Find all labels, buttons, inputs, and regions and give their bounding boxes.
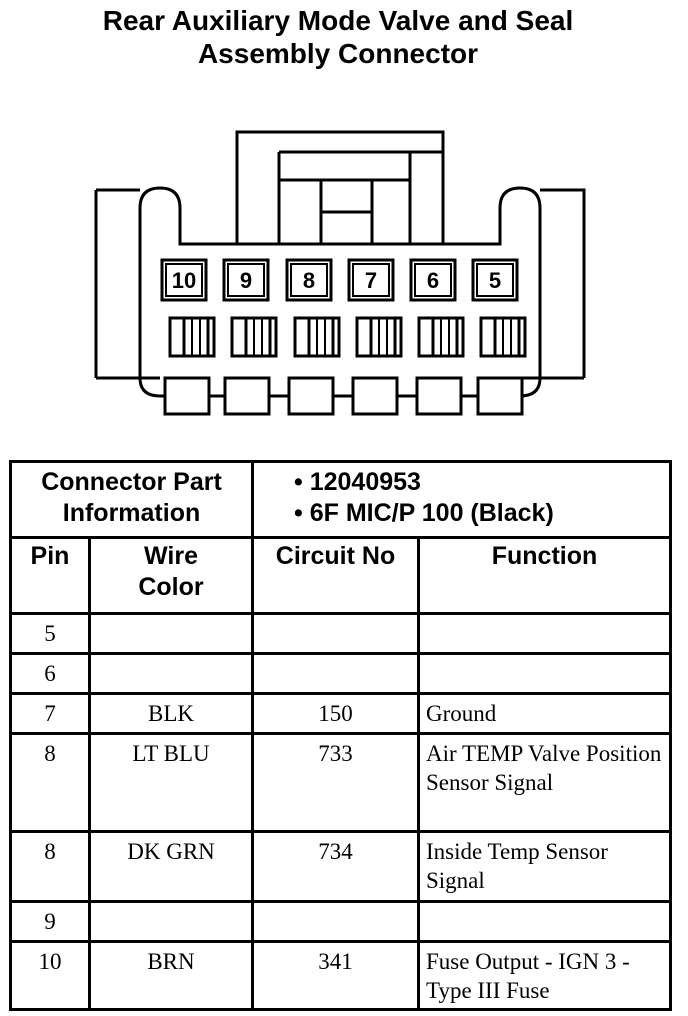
pin-cell: 5 — [9, 612, 91, 655]
connector-bottom-latches — [163, 376, 524, 416]
part-info-label-line-1: Connector Part — [41, 468, 222, 496]
connector-type: • 6F MIC/P 100 (Black) — [294, 499, 554, 527]
pin-cell: 8 — [9, 830, 91, 903]
header-row: Pin Wire Color Circuit No Function — [9, 536, 672, 615]
pin-cell: 10 — [9, 940, 91, 1011]
function-cell — [417, 900, 672, 943]
function-cell: Air TEMP Valve Position Sensor Signal — [417, 732, 672, 833]
connector-pinout-table: Connector Part Information • 12040953 • … — [9, 460, 672, 1011]
part-info-label-line-2: Information — [62, 499, 201, 527]
circuit-cell: 734 — [251, 830, 420, 903]
cavity-label: 8 — [303, 268, 315, 293]
table-row: 6 — [9, 652, 672, 695]
pin-cell: 9 — [9, 900, 91, 943]
connector-face-drawing: 10 9 8 7 6 5 — [94, 130, 586, 416]
function-cell: Ground — [417, 692, 672, 735]
wire-color-cell — [88, 652, 254, 695]
wire-color-cell: DK GRN — [88, 830, 254, 903]
pin-cell: 6 — [9, 652, 91, 695]
cavity-number-box — [222, 258, 270, 302]
pin-cell: 8 — [9, 732, 91, 833]
cavity-label: 6 — [427, 268, 439, 293]
wire-color-cell — [88, 612, 254, 655]
cavity-number-box — [409, 258, 457, 302]
circuit-cell: 150 — [251, 692, 420, 735]
wire-color-cell — [88, 900, 254, 943]
part-info-label: Connector Part Information — [9, 460, 254, 539]
cavity-label: 9 — [240, 268, 252, 293]
cavity-number-frame — [414, 263, 452, 297]
part-info-values: • 12040953 • 6F MIC/P 100 (Black) — [251, 460, 672, 539]
cavity-label: 5 — [489, 268, 501, 293]
cavity-number-box — [471, 258, 519, 302]
table-row: 10 BRN 341 Fuse Output - IGN 3 - Type II… — [9, 940, 672, 1011]
table-row: 8 DK GRN 734 Inside Temp Sensor Signal — [9, 830, 672, 903]
part-info-row: Connector Part Information • 12040953 • … — [9, 460, 672, 539]
table-row: 5 — [9, 612, 672, 655]
cavity-number-box — [285, 258, 333, 302]
table-row: 9 — [9, 900, 672, 943]
wire-color-cell: LT BLU — [88, 732, 254, 833]
connector-lock-tab — [235, 130, 445, 246]
header-circuit: Circuit No — [251, 536, 420, 615]
cavity-number-box — [160, 258, 208, 302]
cavity-number-frame — [227, 263, 265, 297]
title-line-2: Assembly Connector — [197, 38, 479, 69]
cavity-label: 7 — [365, 268, 377, 293]
header-wire-color-line-2: Color — [138, 573, 204, 601]
table-row: 7 BLK 150 Ground — [9, 692, 672, 735]
circuit-cell: 341 — [251, 940, 420, 1011]
circuit-cell — [251, 612, 420, 655]
cavity-number-box — [347, 258, 395, 302]
function-cell — [417, 612, 672, 655]
table-row: 8 LT BLU 733 Air TEMP Valve Position Sen… — [9, 732, 672, 833]
cavity-label: 10 — [172, 268, 196, 293]
wire-color-cell: BLK — [88, 692, 254, 735]
cavity-number-frame — [165, 263, 203, 297]
header-function: Function — [417, 536, 672, 615]
wire-color-cell: BRN — [88, 940, 254, 1011]
part-number: • 12040953 — [294, 468, 421, 496]
diagram-title: Rear Auxiliary Mode Valve and Seal Assem… — [0, 4, 676, 70]
header-wire-color-line-1: Wire — [144, 542, 198, 570]
function-cell — [417, 652, 672, 695]
cavity-number-frame — [352, 263, 390, 297]
header-wire-color: Wire Color — [88, 536, 254, 615]
function-cell: Fuse Output - IGN 3 - Type III Fuse — [417, 940, 672, 1011]
circuit-cell — [251, 900, 420, 943]
title-line-1: Rear Auxiliary Mode Valve and Seal — [102, 5, 574, 36]
cavity-number-frame — [290, 263, 328, 297]
cavity-number-frame — [476, 263, 514, 297]
function-cell: Inside Temp Sensor Signal — [417, 830, 672, 903]
pin-cell: 7 — [9, 692, 91, 735]
circuit-cell: 733 — [251, 732, 420, 833]
circuit-cell — [251, 652, 420, 695]
header-pin: Pin — [9, 536, 91, 615]
